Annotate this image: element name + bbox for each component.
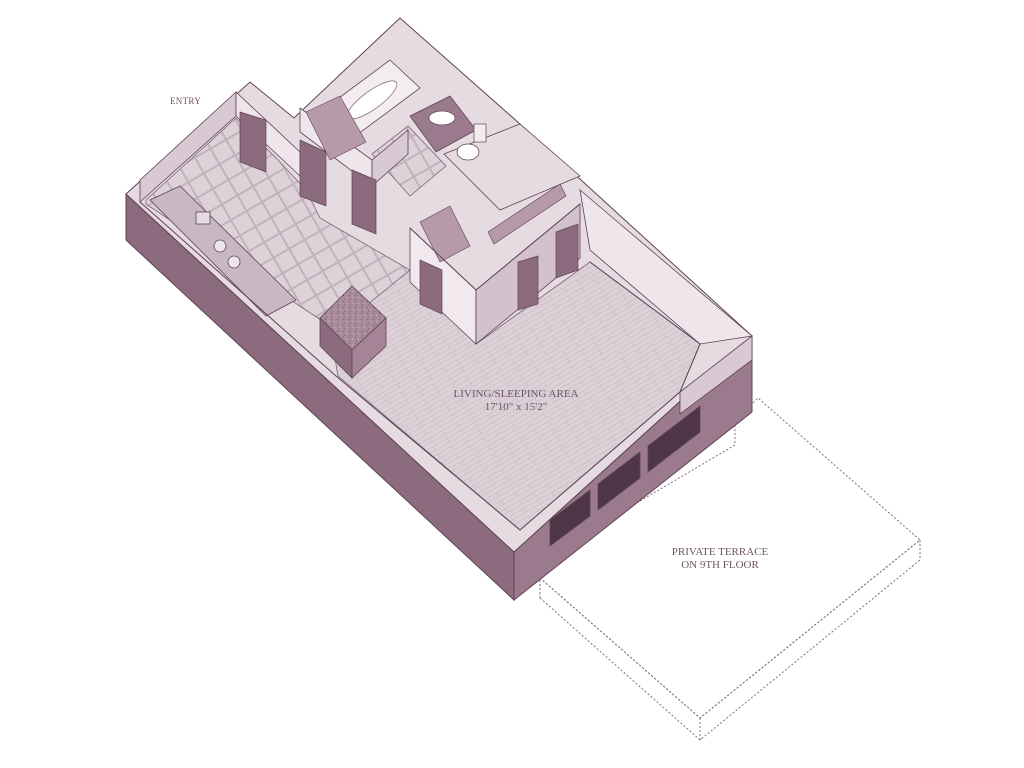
- closet-hatching: [305, 95, 567, 263]
- terrace-label-line2: ON 9TH FLOOR: [681, 559, 759, 572]
- bathroom-floor: [371, 125, 447, 197]
- wall-outlines: [139, 201, 701, 531]
- kitchen-island: [319, 285, 387, 379]
- terrace-label: PRIVATE TERRACE ON 9TH FLOOR: [620, 546, 820, 572]
- entry-label: ENTRY: [170, 96, 202, 106]
- living-area-name: LIVING/SLEEPING AREA: [453, 388, 579, 400]
- windows: [549, 405, 701, 547]
- doors: [239, 111, 579, 315]
- vanity-sink: [409, 95, 477, 153]
- toilet: [456, 123, 487, 161]
- living-area-dimensions: 17'10" x 15'2": [484, 401, 548, 414]
- living-area-label: LIVING/SLEEPING AREA 17'10" x 15'2": [416, 388, 616, 414]
- kitchen-counter: [149, 185, 297, 317]
- terrace-label-line1: PRIVATE TERRACE: [671, 546, 769, 558]
